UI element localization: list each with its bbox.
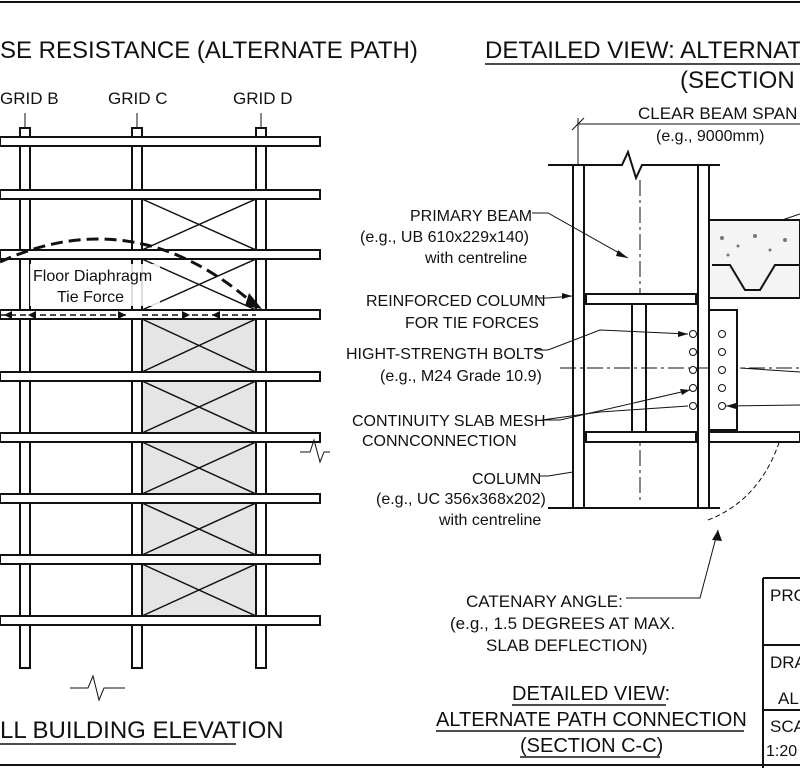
catenary-label-3: SLAB DEFLECTION) bbox=[486, 636, 648, 655]
column-c bbox=[131, 127, 143, 669]
title-block bbox=[762, 577, 800, 768]
reinforced-column-label-1: REINFORCED COLUMN bbox=[366, 293, 546, 310]
leader-arrowheads bbox=[562, 250, 736, 409]
span-tick bbox=[571, 117, 585, 131]
title-block-scale-value: 1:20 bbox=[766, 743, 797, 760]
title-block-drawn: DRA bbox=[770, 653, 800, 672]
right-view-title: DETAILED VIEW: ALTERNATE bbox=[485, 37, 800, 64]
primary-beam-section bbox=[585, 293, 697, 443]
catenary-leader bbox=[626, 529, 719, 599]
span-label: CLEAR BEAM SPAN bbox=[638, 104, 797, 123]
column-d bbox=[255, 127, 267, 669]
slab-mesh-label-2: CONNCONNECTION bbox=[362, 433, 517, 450]
left-view-title: SE RESISTANCE (ALTERNATE PATH) bbox=[0, 37, 418, 64]
floor-beams bbox=[0, 136, 321, 626]
concrete-slab bbox=[708, 219, 800, 299]
right-caption-line2: ALTERNATE PATH CONNECTION bbox=[436, 709, 747, 731]
title-block-drawn-value: AL bbox=[778, 689, 799, 708]
primary-beam-label-1: PRIMARY BEAM bbox=[410, 208, 532, 225]
left-view-caption: LL BUILDING ELEVATION bbox=[0, 717, 284, 744]
reinforced-column-label-2: FOR TIE FORCES bbox=[405, 315, 539, 332]
column-b bbox=[19, 127, 31, 669]
column-label-3: with centreline bbox=[438, 512, 541, 529]
column-label-2: (e.g., UC 356x368x202) bbox=[376, 491, 546, 508]
catenary-arc bbox=[707, 439, 781, 521]
tie-force-label-bg bbox=[30, 264, 160, 306]
building-frame bbox=[0, 127, 330, 702]
right-view-section: (SECTION C- bbox=[680, 67, 800, 94]
tie-force-arc-head bbox=[245, 293, 262, 309]
grid-label-b: GRID B bbox=[0, 89, 59, 108]
title-block-scale: SCA bbox=[770, 717, 800, 736]
catenary-label-1: CATENARY ANGLE: bbox=[466, 592, 623, 611]
lower-flange-plate bbox=[708, 431, 800, 443]
break-symbol-right bbox=[300, 438, 330, 464]
bolts-label-2: (e.g., M24 Grade 10.9) bbox=[380, 368, 542, 385]
catenary-label-2: (e.g., 1.5 DEGREES AT MAX. bbox=[450, 614, 675, 633]
grid-label-c: GRID C bbox=[108, 89, 168, 108]
leader-lines bbox=[532, 212, 800, 477]
bolts-label-1: HIGHT-STRENGTH BOLTS bbox=[346, 346, 544, 363]
column-label-1: COLUMN bbox=[472, 471, 541, 488]
primary-beam-label-2: (e.g., UB 610x229x140) bbox=[360, 229, 529, 246]
slab-mesh-label-1: CONTINUITY SLAB MESH bbox=[352, 413, 546, 430]
tie-force-label-line1: Floor Diaphragm bbox=[33, 268, 152, 285]
right-caption-line1: DETAILED VIEW: bbox=[512, 683, 670, 705]
title-block-project: PRO bbox=[770, 586, 800, 605]
catenary-arrowhead bbox=[712, 530, 722, 541]
tie-force-label-line2: Tie Force bbox=[57, 289, 124, 306]
break-symbol-bottom bbox=[70, 674, 125, 702]
slab-profile bbox=[712, 264, 800, 291]
primary-beam-label-3: with centreline bbox=[424, 250, 527, 267]
grid-label-d: GRID D bbox=[233, 89, 293, 108]
span-example: (e.g., 9000mm) bbox=[656, 128, 764, 145]
slab-aggregate bbox=[720, 234, 787, 257]
bolt-group bbox=[689, 330, 726, 410]
cross-bracing bbox=[141, 198, 257, 617]
right-caption-line3: (SECTION C-C) bbox=[520, 735, 663, 757]
tie-force-arrowheads bbox=[4, 311, 220, 319]
tie-force-arc bbox=[0, 237, 256, 307]
